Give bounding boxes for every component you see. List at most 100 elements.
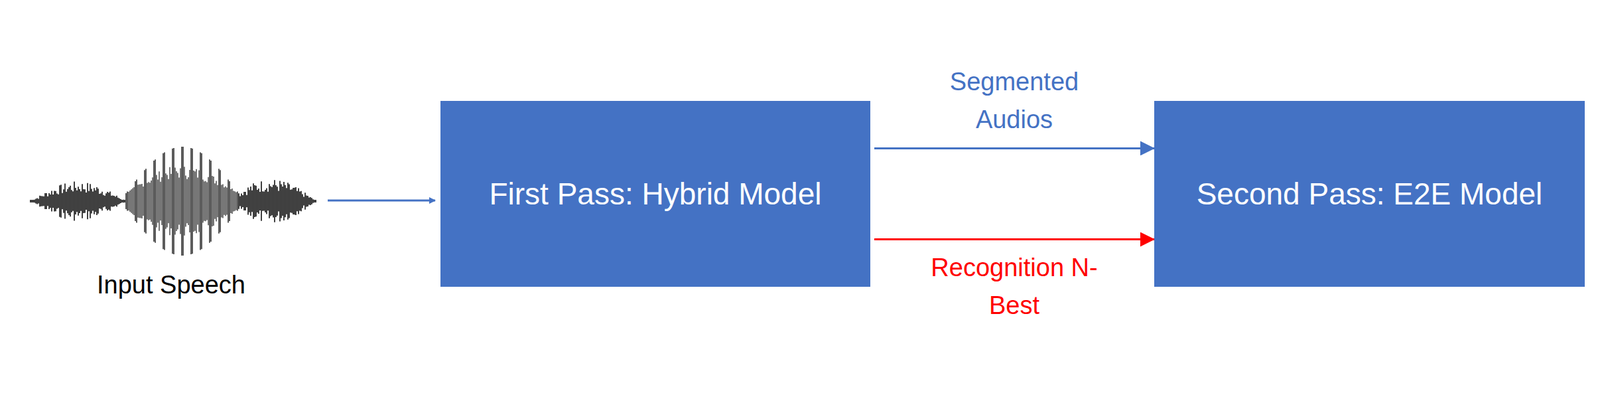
wave-stroke [181,146,183,256]
wave-stroke [198,170,200,233]
wave-stroke [78,189,81,213]
wave-stroke [85,192,87,210]
wave-stroke [134,181,136,221]
wave-stroke [130,189,133,213]
wave-stroke [242,195,244,207]
wave-stroke [141,183,143,219]
wave-stroke [211,175,213,227]
wave-stroke [234,191,236,211]
wave-stroke [250,186,252,216]
wave-stroke [133,187,135,215]
wave-stroke [65,191,67,211]
wave-stroke [299,191,301,211]
wave-stroke [109,191,111,211]
wave-stroke [275,185,277,217]
wave-stroke [122,199,125,203]
wave-stroke [293,187,296,215]
wave-stroke [276,186,278,215]
wave-stroke [56,193,58,209]
wave-stroke [266,187,268,214]
wave-stroke [158,171,160,231]
wave-stroke [305,195,308,207]
wave-stroke [68,187,70,215]
wave-stroke [82,189,85,213]
wave-stroke [61,193,64,210]
wave-stroke [74,187,77,215]
wave-stroke [289,189,292,213]
wave-stroke [288,183,290,218]
wave-stroke [256,189,259,213]
box-title: First Pass: Hybrid Model [488,175,822,212]
wave-stroke [277,191,280,212]
wave-stroke [227,179,229,223]
wave-stroke [69,185,71,217]
wave-stroke [112,195,114,207]
wave-stroke [72,191,74,211]
wave-stroke [189,169,191,233]
wave-stroke [89,183,91,219]
wave-stroke [145,168,147,234]
wave-stroke [114,196,117,206]
wave-stroke [236,191,239,211]
wave-stroke [178,177,180,225]
wave-stroke [296,191,298,212]
wave-stroke [255,185,257,217]
wave-stroke [170,173,172,229]
wave-stroke [98,193,101,209]
wave-stroke [120,199,122,203]
wave-stroke [167,179,170,223]
wave-stroke [228,181,231,221]
wave-stroke [53,190,56,211]
edge-label: Segmented Audios [928,63,1101,139]
wave-stroke [36,197,38,204]
wave-stroke [220,185,223,218]
wave-stroke [100,193,102,209]
wave-stroke [129,190,131,212]
wave-stroke [165,173,167,229]
wave-stroke [157,179,159,223]
wave-stroke [147,181,150,221]
wave-stroke [143,169,146,232]
input-caption: Input Speech [96,270,246,300]
wave-stroke [171,148,174,255]
wave-stroke [301,194,304,209]
wave-stroke [190,147,192,255]
wave-stroke [163,152,166,251]
wave-stroke [142,186,144,216]
wave-stroke [254,185,256,217]
wave-stroke [166,174,168,227]
wave-stroke [207,177,209,226]
speech-waveform [30,146,316,256]
wave-stroke [41,196,44,207]
wave-stroke [283,181,285,221]
wave-stroke [60,184,62,218]
wave-stroke [161,177,163,225]
wave-stroke [271,187,273,216]
wave-stroke [151,177,154,225]
wave-stroke [121,199,123,203]
wave-stroke [291,189,293,213]
wave-stroke [203,181,205,221]
wave-stroke [247,187,249,215]
wave-stroke [174,167,176,235]
wave-stroke [281,186,284,216]
wave-stroke [243,191,245,211]
wave-stroke [312,199,314,203]
wave-stroke [199,152,201,251]
wave-stroke [272,184,274,217]
wave-stroke [216,185,219,218]
wave-stroke [187,177,190,225]
wave-stroke [208,159,211,243]
wave-stroke [304,192,306,209]
wave-stroke [191,148,194,255]
wave-stroke [70,189,73,212]
wave-stroke [84,189,86,213]
wave-stroke [52,194,54,208]
wave-stroke [57,194,60,208]
process-box: First Pass: Hybrid Model [440,100,871,287]
wave-stroke [149,182,151,220]
wave-stroke [210,160,212,242]
wave-stroke [76,190,78,212]
edge-label: Recognition N-Best [928,248,1101,325]
wave-stroke [128,191,130,211]
